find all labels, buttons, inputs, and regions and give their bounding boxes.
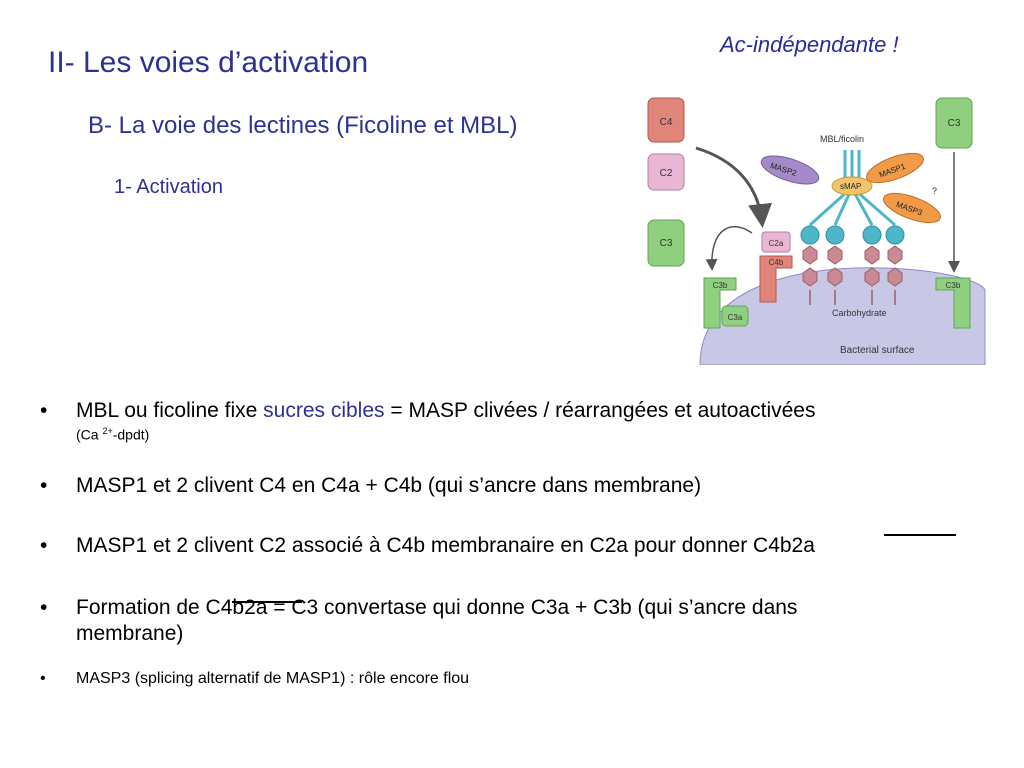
smap-label: sMAP	[840, 182, 861, 191]
c2a-box	[761, 231, 791, 253]
bullet-text-prefix: MBL ou ficoline fixe	[76, 399, 264, 422]
c2-label: C2	[660, 168, 673, 179]
masp1-shape	[866, 152, 924, 184]
c4b-label: C4b	[769, 258, 784, 267]
bullet-text-line1: Formation de C4b2a = C3 convertase qui d…	[76, 595, 798, 619]
c3a-label: C3a	[728, 313, 743, 322]
mbl-label: MBL/ficolin	[820, 134, 864, 144]
c4-cleavage-arrow	[695, 146, 772, 228]
bullet-marker: •	[40, 595, 48, 619]
bullet-text-equals: =	[384, 399, 409, 422]
bullet-item-masp3: • MASP3 (splicing alternatif de MASP1) :…	[36, 669, 996, 689]
smap-shape	[831, 176, 873, 196]
calcium-note-suffix: -dpdt)	[112, 426, 150, 443]
c3-left-label: C3	[660, 238, 673, 249]
c3-right-box	[935, 97, 973, 149]
bullet-marker: •	[40, 533, 48, 557]
c2-box	[647, 153, 685, 191]
recognition-heads	[800, 225, 905, 245]
bullet-marker: •	[40, 473, 48, 497]
c4-box	[647, 97, 685, 143]
bullet-text-highlight: sucres cibles	[263, 399, 385, 422]
masp3-shape	[883, 192, 941, 224]
slide-title: II- Les voies d’activation	[48, 46, 369, 79]
bullet-item-c4-cleavage: • MASP1 et 2 clivent C4 en C4a + C4b (qu…	[36, 473, 996, 499]
c3a-box	[721, 305, 749, 327]
calcium-note-prefix: (Ca	[76, 426, 103, 443]
bullet-text: MASP1 et 2 clivent C4 en C4a + C4b (qui …	[76, 473, 702, 497]
c3b-left-shape	[703, 277, 737, 329]
slide-subtitle: B- La voie des lectines (Ficoline et MBL…	[88, 112, 518, 139]
mbl-stalk	[808, 150, 896, 227]
c4b-shape	[759, 255, 793, 303]
c3b-left-label: C3b	[713, 281, 728, 290]
c4b2a-overline-1	[884, 534, 956, 536]
carbohydrate-chains	[802, 245, 903, 287]
section-heading: 1- Activation	[114, 176, 223, 198]
bullet-text-rest: MASP clivées / réarrangées et autoactivé…	[408, 399, 816, 422]
bullet-text: MASP3 (splicing alternatif de MASP1) : r…	[76, 669, 470, 687]
c3b-right-shape	[935, 277, 971, 329]
c3-left-box	[647, 219, 685, 267]
c4b2a-overline-2	[232, 601, 302, 603]
bullet-item-mbl-binding: • MBL ou ficoline fixe sucres cibles = M…	[36, 398, 996, 443]
c3-cleavage-arrow	[705, 226, 753, 271]
question-mark: ?	[932, 186, 937, 196]
carbohydrate-stems	[809, 290, 896, 305]
bullet-item-c2-cleavage: • MASP1 et 2 clivent C2 associé à C4b me…	[36, 533, 996, 559]
c3-right-label: C3	[948, 118, 961, 129]
bullet-marker: •	[40, 669, 46, 687]
bullet-text: MASP1 et 2 clivent C2 associé à C4b memb…	[76, 533, 815, 557]
masp2-shape	[760, 155, 820, 185]
c3b-right-label: C3b	[946, 281, 961, 290]
bullet-calcium-note: (Ca 2+-dpdt)	[76, 423, 996, 443]
carbohydrate-label: Carbohydrate	[832, 308, 887, 318]
calcium-note-superscript: 2+	[102, 426, 113, 436]
bullet-item-c3-convertase: • Formation de C4b2a = C3 convertase qui…	[36, 595, 996, 647]
annotation-note: Ac-indépendante !	[720, 32, 899, 57]
bullet-marker: •	[40, 399, 48, 422]
c2a-label: C2a	[769, 239, 784, 248]
lectin-pathway-figure: Bacterial surface C4 C2 C3 C3 MBL/ficoli…	[647, 97, 986, 365]
c4-label: C4	[660, 117, 673, 128]
bullet-text-line2: membrane)	[76, 621, 184, 645]
surface-label: Bacterial surface	[840, 345, 915, 356]
bullet-list: • MBL ou ficoline fixe sucres cibles = M…	[36, 398, 996, 689]
